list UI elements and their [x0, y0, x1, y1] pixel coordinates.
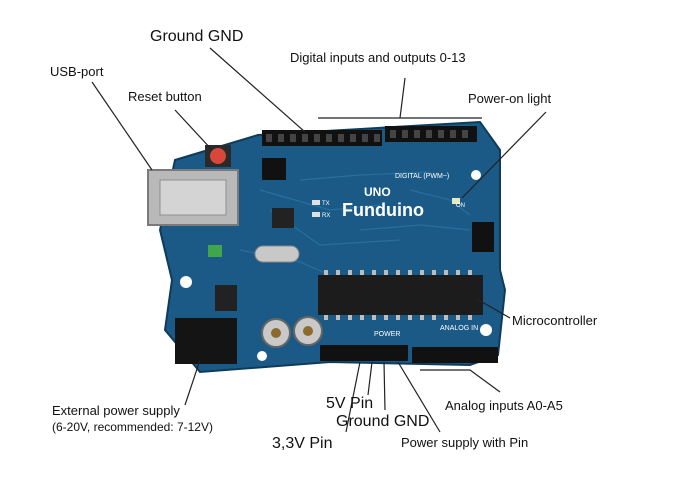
leader-33v [345, 361, 361, 433]
label-power-supply-pin: Power supply with Pin [401, 435, 529, 450]
board-analog-text: ANALOG IN [440, 325, 478, 332]
analog-header [412, 347, 498, 363]
icsp-header-right [472, 222, 494, 252]
voltage-regulator [215, 285, 237, 311]
label-reset-button: Reset button [128, 89, 202, 104]
digital-header-pins [266, 130, 468, 142]
board-model-text: UNO [364, 185, 391, 199]
rx-led [312, 212, 320, 217]
reset-button-cap [210, 148, 226, 164]
board-tx-text: TX [322, 201, 330, 207]
label-digital-io: Digital inputs and outputs 0-13 [290, 50, 466, 65]
leader-ground-top [209, 47, 306, 133]
board-brand-text: Funduino [342, 200, 424, 220]
dc-power-jack [175, 318, 237, 364]
label-ground-gnd-top: Ground GND [150, 28, 244, 45]
leader-power-on [461, 111, 547, 199]
leader-microcontroller [474, 297, 511, 319]
label-ground-gnd-bottom: Ground GND [336, 413, 430, 430]
board-rx-text: RX [322, 213, 330, 219]
mounting-hole [257, 351, 267, 361]
crystal-oscillator [254, 245, 300, 263]
board-on-text: ON [456, 203, 465, 209]
label-leader-lines [91, 47, 547, 433]
tx-led [312, 200, 320, 205]
mounting-hole [180, 276, 192, 288]
leader-reset [174, 109, 213, 151]
label-power-on-light: Power-on light [468, 91, 552, 106]
power-header [320, 345, 408, 361]
mounting-hole [471, 170, 481, 180]
usb-port-inner [159, 179, 227, 216]
leader-analog [420, 369, 501, 393]
leader-5v [367, 361, 373, 396]
label-analog-inputs: Analog inputs A0-A5 [445, 398, 563, 413]
mounting-hole [480, 324, 492, 336]
label-external-power: External power supply [52, 403, 180, 418]
leader-digital [318, 77, 482, 119]
usb-chip [272, 208, 294, 228]
leader-ground-bottom [383, 361, 386, 411]
leader-external-power [184, 359, 201, 406]
microcontroller-chip [318, 275, 483, 315]
leader-power-supply [397, 361, 441, 433]
label-33v-pin: 3,3V Pin [272, 435, 333, 452]
power-on-led [452, 198, 460, 204]
label-microcontroller: Microcontroller [512, 313, 598, 328]
icsp-header-left [262, 158, 286, 180]
board-digital-text: DIGITAL (PWM~) [395, 173, 449, 180]
board-power-text: POWER [374, 331, 400, 338]
leader-usb [91, 81, 153, 171]
chip-pins [324, 270, 472, 320]
label-usb-port: USB-port [50, 64, 104, 79]
green-component [208, 245, 222, 257]
label-5v-pin: 5V Pin [326, 395, 374, 412]
label-external-power-note: (6-20V, recommended: 7-12V) [52, 420, 213, 434]
